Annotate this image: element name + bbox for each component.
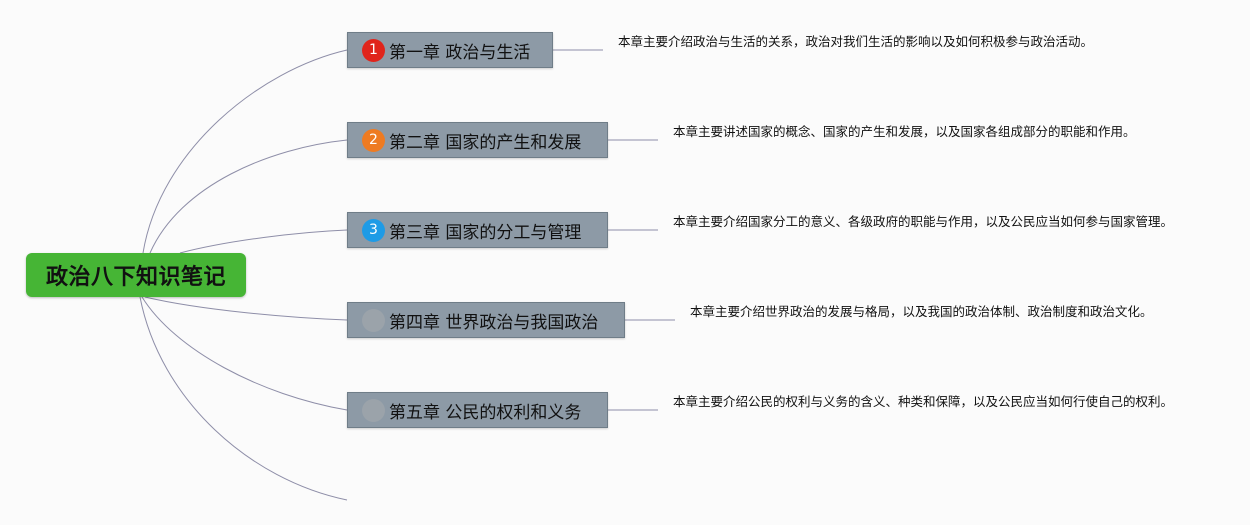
chapter-topic-label: 第三章 国家的分工与管理: [389, 222, 582, 243]
connector-root-ch2: [149, 139, 348, 254]
chapter-topic-3[interactable]: 3 第三章 国家的分工与管理: [347, 212, 608, 248]
priority-1-icon: 1: [362, 38, 385, 62]
priority-5-icon: [362, 398, 385, 422]
priority-4-icon: [362, 308, 385, 332]
chapter-note-1: 本章主要介绍政治与生活的关系，政治对我们生活的影响以及如何积极参与政治活动。: [618, 34, 1094, 49]
chapter-note-3: 本章主要介绍国家分工的意义、各级政府的职能与作用，以及公民应当如何参与国家管理。: [673, 214, 1174, 229]
connector-root-ch5: [141, 296, 348, 411]
root-topic[interactable]: 政治八下知识笔记: [26, 253, 246, 297]
chapter-topic-2[interactable]: 2 第二章 国家的产生和发展: [347, 122, 608, 158]
connector-root-empty: [139, 296, 348, 501]
connector-root-ch3: [179, 229, 348, 254]
priority-2-icon: 2: [362, 128, 385, 152]
chapter-topic-label: 第五章 公民的权利和义务: [389, 402, 582, 423]
chapter-topic-label: 第二章 国家的产生和发展: [389, 132, 582, 153]
chapter-topic-label: 第四章 世界政治与我国政治: [389, 312, 599, 333]
chapter-topic-1[interactable]: 1 第一章 政治与生活: [347, 32, 553, 68]
root-topic-label: 政治八下知识笔记: [45, 265, 226, 290]
connector-root-ch4: [144, 296, 348, 321]
chapter-topic-5[interactable]: 第五章 公民的权利和义务: [347, 392, 608, 428]
chapter-note-5: 本章主要介绍公民的权利与义务的含义、种类和保障，以及公民应当如何行使自己的权利。: [673, 394, 1174, 409]
chapter-topic-4[interactable]: 第四章 世界政治与我国政治: [347, 302, 625, 338]
chapter-note-4: 本章主要介绍世界政治的发展与格局，以及我国的政治体制、政治制度和政治文化。: [690, 304, 1153, 319]
connector-root-ch1: [142, 49, 348, 254]
chapter-topic-label: 第一章 政治与生活: [389, 42, 531, 63]
priority-3-icon: 3: [362, 218, 385, 242]
chapter-note-2: 本章主要讲述国家的概念、国家的产生和发展，以及国家各组成部分的职能和作用。: [673, 124, 1136, 139]
